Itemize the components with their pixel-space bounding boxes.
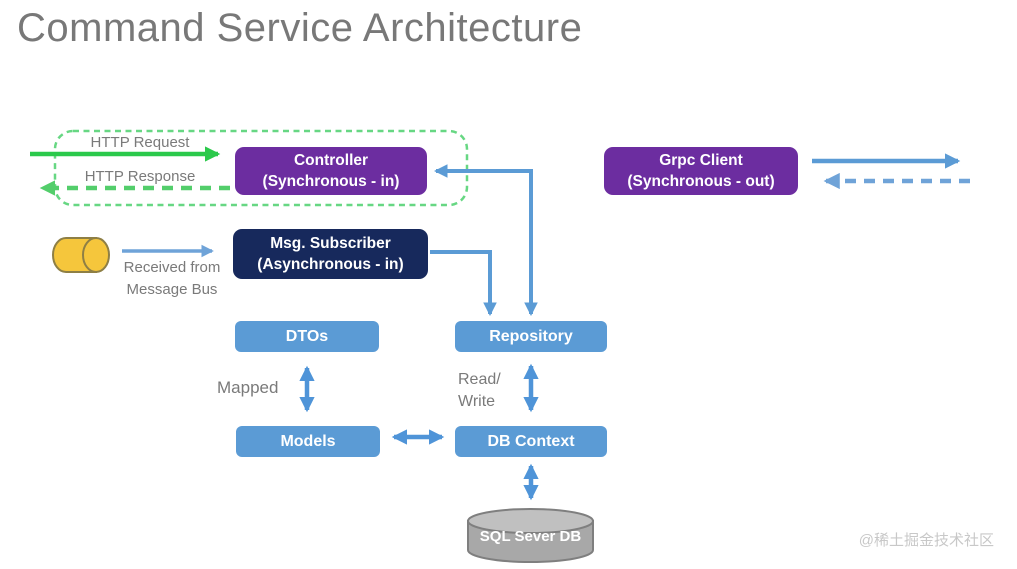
node-controller: Controller (Synchronous - in) bbox=[235, 147, 427, 195]
dtos-label: DTOs bbox=[285, 327, 329, 345]
repository-label: Repository bbox=[489, 327, 573, 345]
node-repository: Repository bbox=[455, 321, 607, 352]
db-context-label: DB Context bbox=[487, 432, 575, 450]
models-label: Models bbox=[280, 432, 336, 450]
watermark: @稀土掘金技术社区 bbox=[858, 532, 994, 549]
read-write-label-line1: Read/ bbox=[458, 371, 501, 388]
node-dtos: DTOs bbox=[235, 321, 379, 352]
node-db-context: DB Context bbox=[455, 426, 607, 457]
http-request-label: HTTP Request bbox=[90, 134, 190, 151]
node-models: Models bbox=[236, 426, 380, 457]
controller-label-line1: Controller bbox=[293, 152, 369, 169]
grpc-client-label-line2: (Synchronous - out) bbox=[627, 173, 775, 190]
http-response-label: HTTP Response bbox=[84, 168, 196, 185]
grpc-client-label-line1: Grpc Client bbox=[659, 152, 743, 169]
node-grpc-client: Grpc Client (Synchronous - out) bbox=[604, 147, 798, 195]
msg-subscriber-label-line2: (Asynchronous - in) bbox=[257, 256, 404, 273]
database-cylinder-icon bbox=[467, 508, 594, 563]
controller-repository-connector bbox=[433, 164, 538, 317]
message-bus-caption: Received from Message Bus bbox=[110, 257, 234, 301]
subscriber-repository-connector bbox=[430, 250, 497, 317]
message-bus-caption-line2: Message Bus bbox=[126, 281, 218, 298]
mapped-label: Mapped bbox=[217, 378, 279, 397]
node-msg-subscriber: Msg. Subscriber (Asynchronous - in) bbox=[233, 229, 428, 279]
read-write-label: Read/ Write bbox=[458, 369, 501, 413]
controller-label-line2: (Synchronous - in) bbox=[262, 173, 400, 190]
sql-db-label: SQL Sever DB bbox=[479, 528, 582, 545]
page-title: Command Service Architecture bbox=[17, 6, 583, 50]
read-write-label-line2: Write bbox=[458, 393, 496, 410]
message-bus-cylinder-icon bbox=[52, 237, 110, 273]
msg-subscriber-label-line1: Msg. Subscriber bbox=[270, 235, 391, 252]
message-bus-caption-line1: Received from bbox=[123, 259, 221, 276]
